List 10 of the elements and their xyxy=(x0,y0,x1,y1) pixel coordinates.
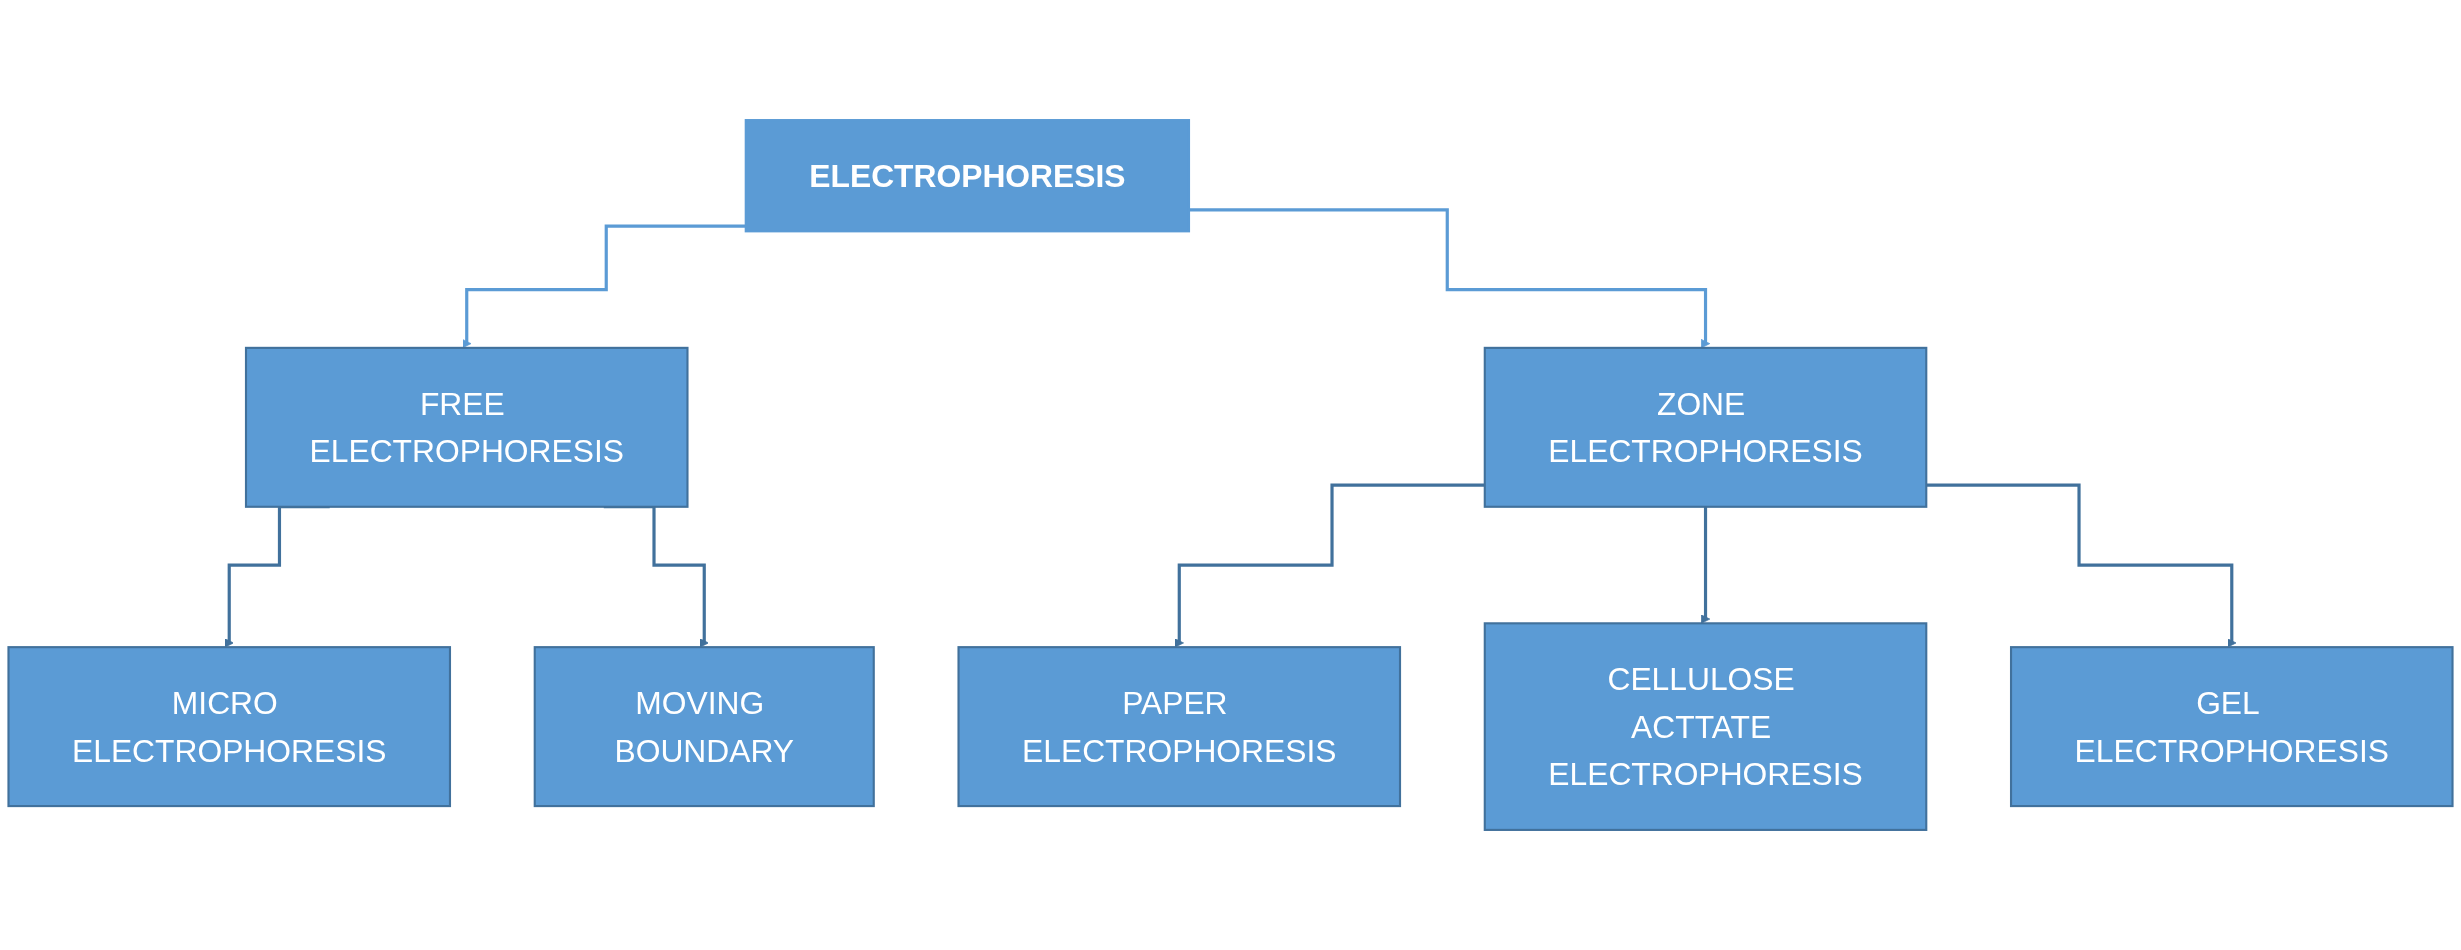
node-box: MICRO ELECTROPHORESIS xyxy=(7,646,452,808)
node-box: FREE ELECTROPHORESIS xyxy=(244,346,689,508)
node-box: ZONE ELECTROPHORESIS xyxy=(1483,346,1928,508)
node-box: PAPER ELECTROPHORESIS xyxy=(957,646,1402,808)
arrow xyxy=(1174,483,1485,648)
node-box: GEL ELECTROPHORESIS xyxy=(2010,646,2454,808)
arrow xyxy=(1926,483,2237,648)
node-box: ELECTROPHORESIS xyxy=(744,119,1191,233)
node-box: MOVING BOUNDARY xyxy=(533,646,875,808)
node-box: CELLULOSE ACTTATE ELECTROPHORESIS xyxy=(1483,622,1928,831)
